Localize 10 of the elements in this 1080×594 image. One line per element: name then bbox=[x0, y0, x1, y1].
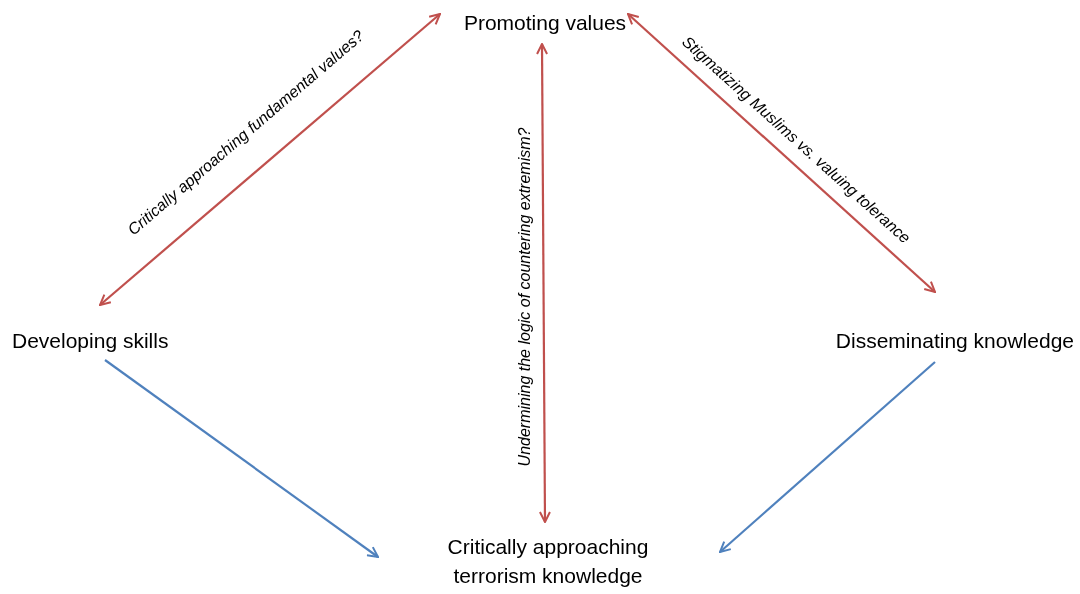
arrow bbox=[104, 359, 379, 558]
node-label: Developing skills bbox=[12, 326, 169, 356]
arrow bbox=[536, 43, 551, 523]
node-label: Disseminating knowledge bbox=[835, 326, 1074, 356]
node-label: Critically approaching terrorism knowledge bbox=[408, 532, 688, 591]
edge-label: Undermining the logic of countering extremism? bbox=[515, 127, 534, 467]
node-label: Promoting values bbox=[463, 8, 627, 38]
arrow bbox=[719, 361, 936, 553]
arrow bbox=[99, 13, 441, 306]
arrow bbox=[627, 13, 936, 293]
